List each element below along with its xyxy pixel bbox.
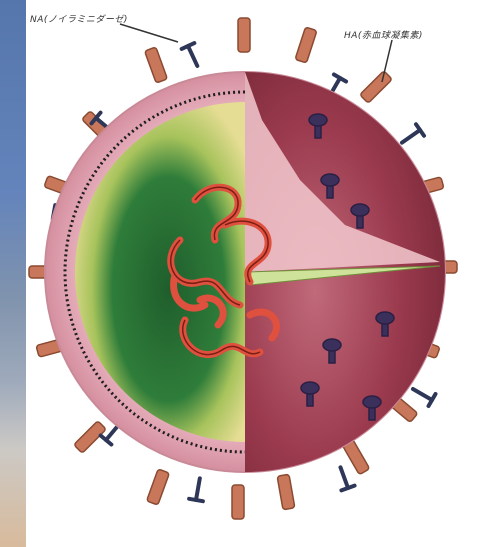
hemagglutinin-label: HA(赤血球凝集素) <box>344 28 423 41</box>
na-leader-line <box>120 24 178 42</box>
neuraminidase-label: NA(ノイラミニダーゼ) <box>30 12 128 25</box>
